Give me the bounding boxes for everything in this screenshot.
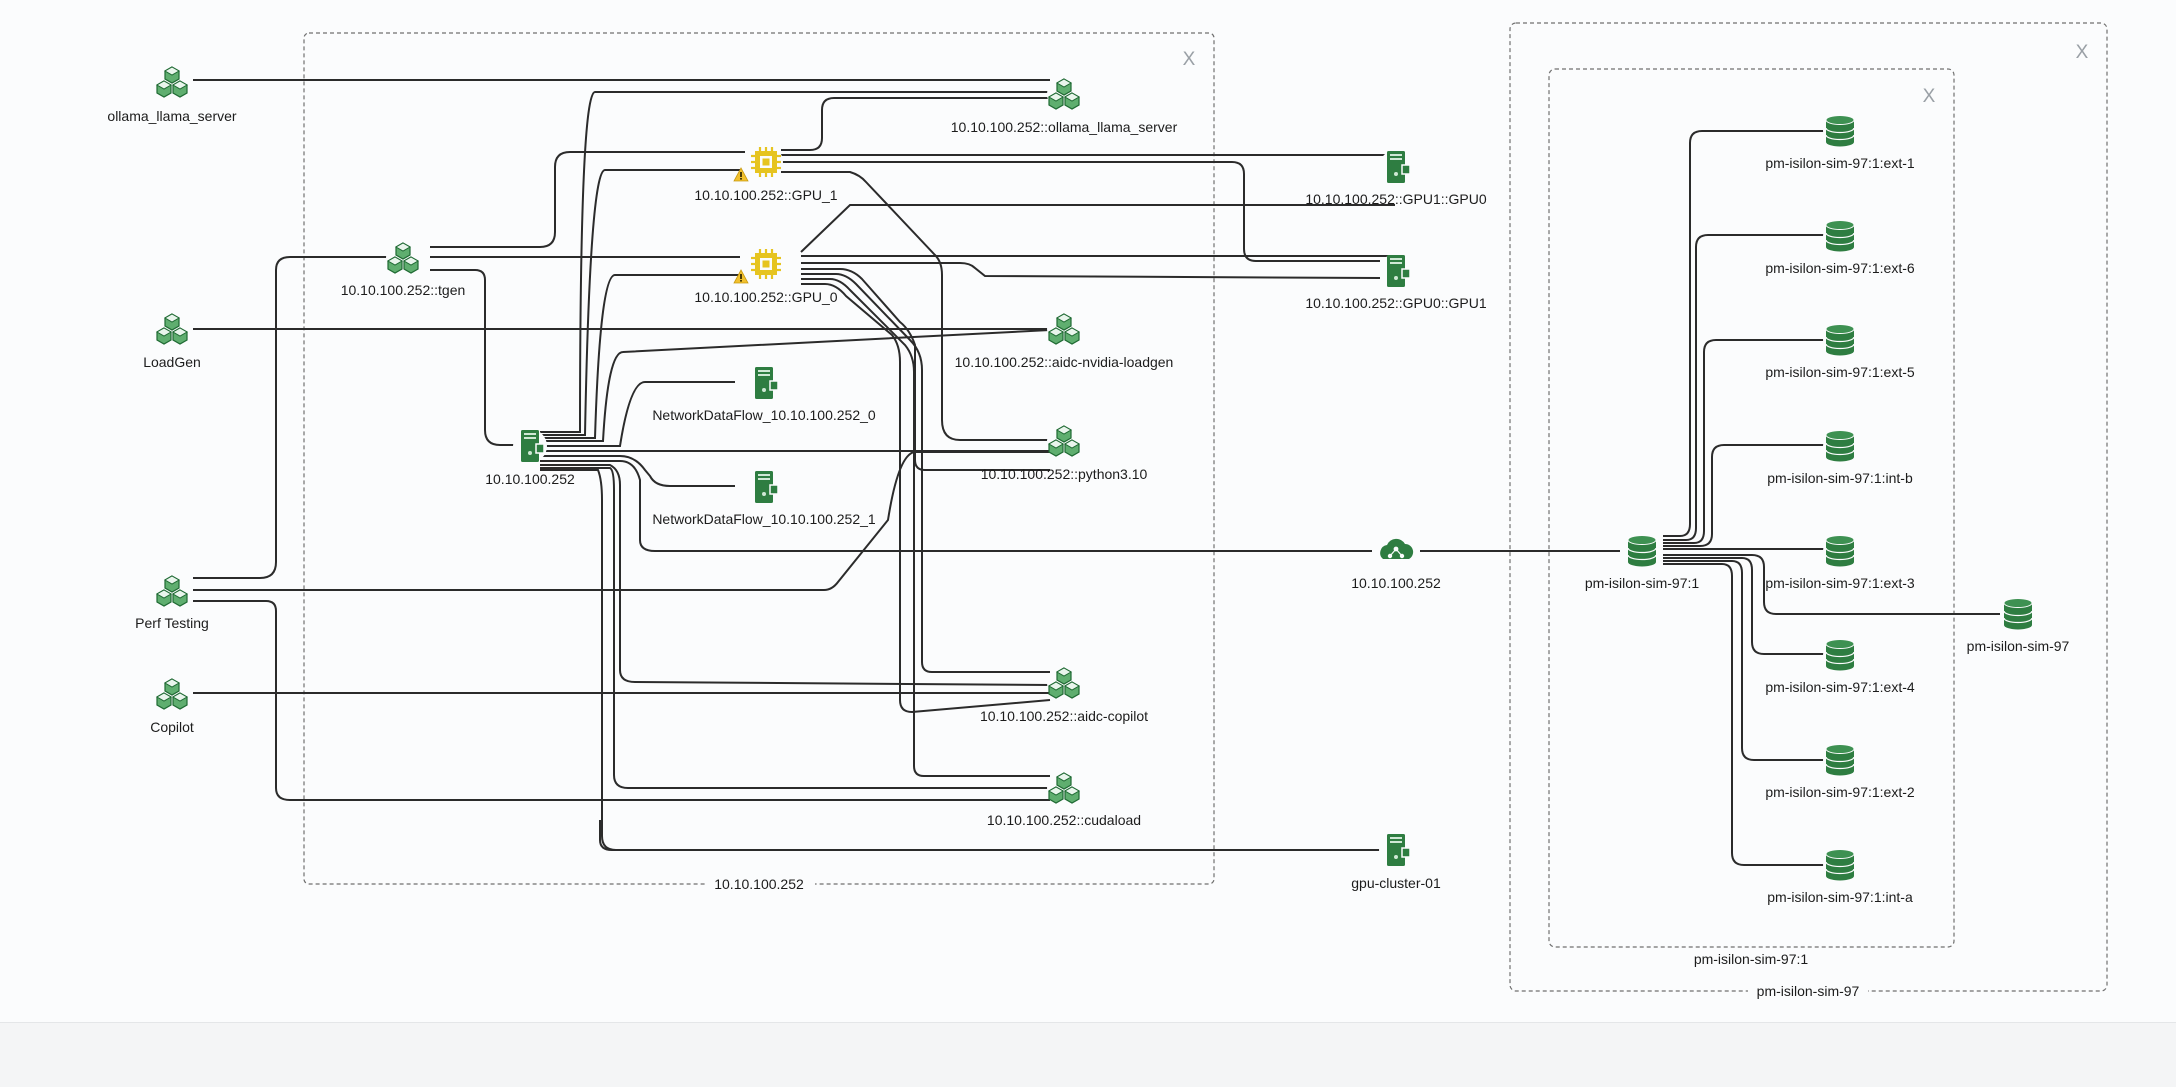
node-cluster[interactable]: gpu-cluster-01	[1351, 833, 1441, 891]
node-label: pm-isilon-sim-97:1:ext-2	[1765, 784, 1915, 800]
node-tgen[interactable]: 10.10.100.252::tgen	[341, 241, 466, 298]
group-sim97-1: pm-isilon-sim-97:1 X	[1548, 68, 1955, 967]
edges	[193, 79, 2000, 866]
database-icon	[1825, 743, 1855, 777]
node-label: pm-isilon-sim-97:1:ext-5	[1765, 364, 1915, 380]
node-label: pm-isilon-sim-97:1	[1585, 575, 1700, 591]
node-label: 10.10.100.252::aidc-nvidia-loadgen	[955, 354, 1174, 370]
node-label: 10.10.100.252::cudaload	[987, 812, 1141, 828]
node-host[interactable]: 10.10.100.252	[485, 429, 575, 487]
database-icon	[2003, 597, 2033, 631]
node-label: pm-isilon-sim-97	[1967, 638, 2070, 654]
node-label: LoadGen	[143, 354, 201, 370]
node-sim97[interactable]: pm-isilon-sim-97	[1967, 597, 2070, 654]
node-gpu1[interactable]: 10.10.100.252::GPU_1	[694, 145, 838, 203]
node-cudaload[interactable]: 10.10.100.252::cudaload	[987, 771, 1141, 828]
node-label: NetworkDataFlow_10.10.100.252_1	[652, 511, 876, 527]
node-label: 10.10.100.252::GPU_1	[694, 187, 837, 203]
group-sim97: pm-isilon-sim-97 X	[1509, 22, 2108, 1001]
node-intb[interactable]: pm-isilon-sim-97:1:int-b	[1767, 429, 1913, 486]
group-sim97-1-close-button[interactable]: X	[1923, 86, 1936, 107]
node-loadgen-proc[interactable]: 10.10.100.252::aidc-nvidia-loadgen	[955, 312, 1174, 370]
node-sim1[interactable]: pm-isilon-sim-97:1	[1585, 534, 1700, 591]
database-icon	[1825, 429, 1855, 463]
node-label: 10.10.100.252::GPU1::GPU0	[1305, 191, 1487, 207]
database-icon	[1825, 323, 1855, 357]
gpu-chip-icon	[749, 247, 783, 281]
node-perf[interactable]: Perf Testing	[135, 574, 209, 631]
node-label: gpu-cluster-01	[1351, 875, 1441, 891]
node-ext5[interactable]: pm-isilon-sim-97:1:ext-5	[1765, 323, 1915, 380]
node-ndf1[interactable]: NetworkDataFlow_10.10.100.252_1	[652, 470, 876, 527]
database-icon	[1825, 848, 1855, 882]
database-icon	[1627, 534, 1657, 568]
group-host-close-button[interactable]: X	[1183, 49, 1196, 70]
node-label: pm-isilon-sim-97:1:ext-1	[1765, 155, 1915, 171]
node-ext3[interactable]: pm-isilon-sim-97:1:ext-3	[1765, 534, 1915, 591]
group-sim97-1-label: pm-isilon-sim-97:1	[1694, 951, 1809, 967]
node-label: Perf Testing	[135, 615, 209, 631]
database-icon	[1825, 638, 1855, 672]
node-gpu0-gpu1[interactable]: 10.10.100.252::GPU0::GPU1	[1305, 254, 1487, 311]
group-sim97-close-button[interactable]: X	[2076, 42, 2089, 63]
node-ndf0[interactable]: NetworkDataFlow_10.10.100.252_0	[652, 366, 876, 423]
node-loadgen[interactable]: LoadGen	[143, 312, 201, 370]
node-label: 10.10.100.252::aidc-copilot	[980, 708, 1148, 724]
node-ollama[interactable]: ollama_llama_server	[107, 65, 237, 124]
node-label: 10.10.100.252	[485, 471, 575, 487]
node-label: 10.10.100.252::GPU0::GPU1	[1305, 295, 1487, 311]
database-icon	[1825, 219, 1855, 253]
node-label: ollama_llama_server	[107, 108, 237, 124]
node-net[interactable]: 10.10.100.252	[1351, 534, 1441, 591]
node-python[interactable]: 10.10.100.252::python3.10	[981, 424, 1148, 482]
node-ext4[interactable]: pm-isilon-sim-97:1:ext-4	[1765, 638, 1915, 695]
database-icon	[1825, 534, 1855, 568]
node-ext1[interactable]: pm-isilon-sim-97:1:ext-1	[1765, 114, 1915, 171]
node-label: Copilot	[150, 719, 194, 735]
node-label: 10.10.100.252::GPU_0	[694, 289, 837, 305]
node-label: pm-isilon-sim-97:1:int-b	[1767, 470, 1913, 486]
node-copilot[interactable]: Copilot	[150, 677, 194, 735]
node-label: NetworkDataFlow_10.10.100.252_0	[652, 407, 876, 423]
gpu-chip-icon	[749, 145, 783, 179]
group-sim97-label: pm-isilon-sim-97	[1757, 983, 1860, 999]
node-ext6[interactable]: pm-isilon-sim-97:1:ext-6	[1765, 219, 1915, 276]
node-label: 10.10.100.252::python3.10	[981, 466, 1148, 482]
node-ollama-srv[interactable]: 10.10.100.252::ollama_llama_server	[951, 77, 1178, 135]
node-gpu1-gpu0[interactable]: 10.10.100.252::GPU1::GPU0	[1305, 150, 1487, 207]
warning-icon	[733, 269, 749, 284]
node-inta[interactable]: pm-isilon-sim-97:1:int-a	[1767, 848, 1913, 905]
node-label: 10.10.100.252::ollama_llama_server	[951, 119, 1178, 135]
node-label: pm-isilon-sim-97:1:ext-3	[1765, 575, 1915, 591]
group-host-label: 10.10.100.252	[714, 876, 804, 892]
node-label: pm-isilon-sim-97:1:ext-4	[1765, 679, 1915, 695]
node-ext2[interactable]: pm-isilon-sim-97:1:ext-2	[1765, 743, 1915, 800]
database-icon	[1825, 114, 1855, 148]
node-label: pm-isilon-sim-97:1:ext-6	[1765, 260, 1915, 276]
node-label: pm-isilon-sim-97:1:int-a	[1767, 889, 1913, 905]
node-copilot-proc[interactable]: 10.10.100.252::aidc-copilot	[980, 666, 1148, 724]
node-label: 10.10.100.252	[1351, 575, 1441, 591]
footer-bar	[0, 1022, 2176, 1087]
group-host: 10.10.100.252 X	[303, 32, 1215, 894]
node-gpu0[interactable]: 10.10.100.252::GPU_0	[694, 247, 838, 305]
node-label: 10.10.100.252::tgen	[341, 282, 466, 298]
